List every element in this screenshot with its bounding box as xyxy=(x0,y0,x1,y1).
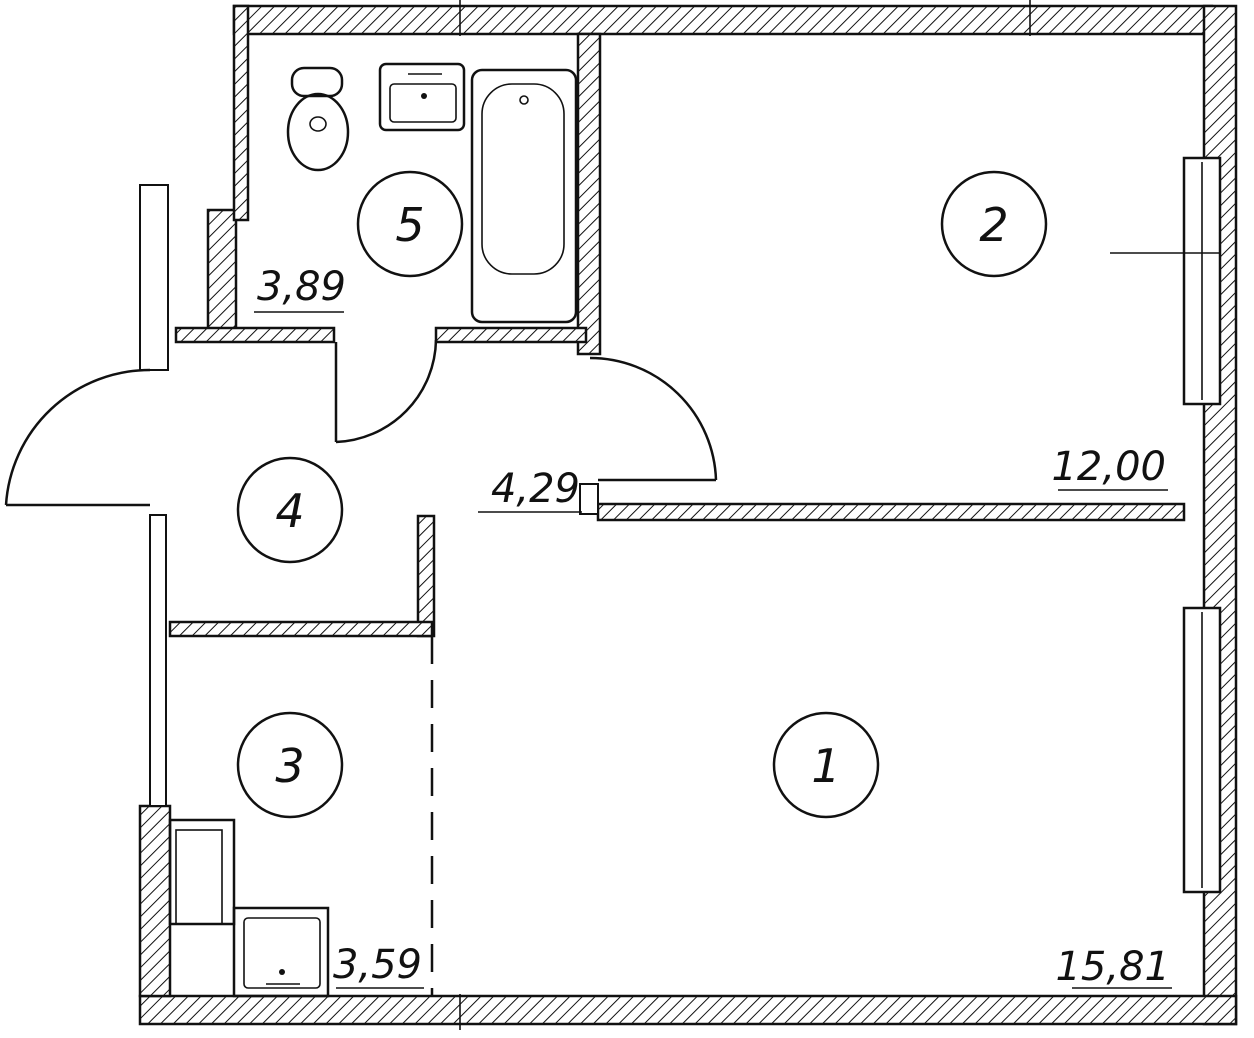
room-5-number: 5 xyxy=(395,198,424,252)
sink-icon xyxy=(378,62,466,132)
toilet-icon xyxy=(286,66,350,172)
room-2-area: 12,00 xyxy=(1051,444,1166,490)
room-4-number: 4 xyxy=(275,484,304,538)
room-4-area: 4,29 xyxy=(491,466,580,512)
room-1-area: 15,81 xyxy=(1055,944,1170,990)
room-2-number: 2 xyxy=(979,198,1008,252)
room-2-label: 2 xyxy=(940,170,1048,278)
room2-door-arc xyxy=(589,356,718,481)
fixtures xyxy=(168,62,578,998)
wall-bath-bottom-left xyxy=(174,326,336,344)
wall-left-lower-line xyxy=(149,514,167,807)
wall-bath-right xyxy=(576,32,602,356)
area-labels: 15,81 12,00 3,59 4,29 3,89 xyxy=(254,264,1172,990)
wall-left-kitchen xyxy=(138,804,172,998)
room-4-label: 4 xyxy=(236,456,344,564)
wall-bottom xyxy=(138,994,1238,1026)
room-5-area: 3,89 xyxy=(257,264,346,310)
bath-door-arc xyxy=(335,339,438,444)
wall-hall-kitchen xyxy=(168,620,434,638)
wall-left-upper xyxy=(139,184,169,371)
wall-bath-bottom-right xyxy=(434,326,588,344)
wall-room2-room1 xyxy=(596,502,1186,522)
kitchen-sink-icon xyxy=(232,906,330,998)
room-1-label: 1 xyxy=(772,711,880,819)
bathtub-icon xyxy=(470,68,578,324)
stove-icon xyxy=(168,818,236,926)
room-labels: 1 2 3 4 5 xyxy=(236,170,1048,819)
doors xyxy=(4,252,1220,996)
room-3-number: 3 xyxy=(275,739,304,793)
wall-hall-room1-vertical xyxy=(416,514,436,638)
door-stub xyxy=(579,483,599,515)
entrance-door-arc xyxy=(4,368,151,506)
room-3-area: 3,59 xyxy=(333,942,422,988)
room-3-label: 3 xyxy=(236,711,344,819)
room-5-label: 5 xyxy=(356,170,464,278)
wall-left-stub xyxy=(206,208,238,332)
walls xyxy=(138,0,1238,1030)
room-1-number: 1 xyxy=(811,739,840,793)
wall-top xyxy=(232,4,1214,36)
wall-bath-left xyxy=(232,4,250,222)
